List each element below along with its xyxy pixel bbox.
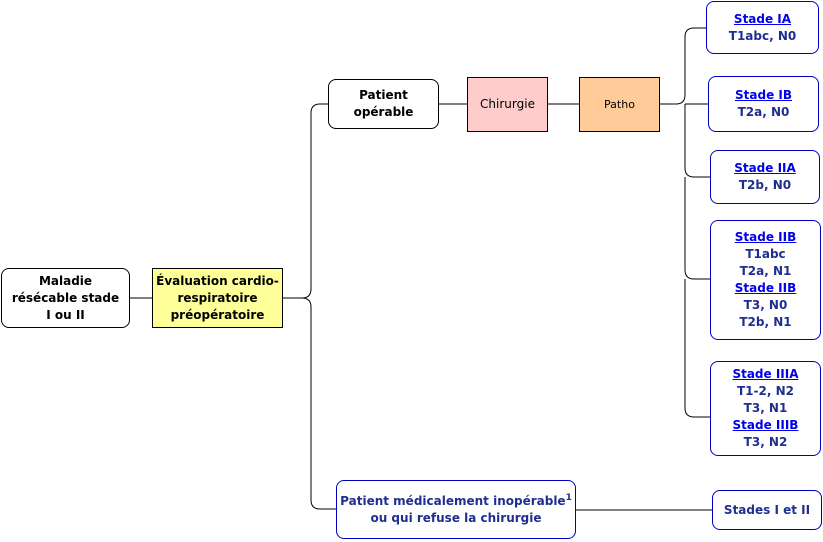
node-stage-iii: Stade IIIA T1-2, N2 T3, N1 Stade IIIB T3…	[710, 361, 821, 456]
stage-iib-b-link[interactable]: Stade IIB	[734, 281, 797, 295]
link-patho-iib	[684, 177, 710, 280]
node-stage-ib: Stade IB T2a, N0	[708, 76, 819, 132]
link-evaluation-inoperable	[283, 297, 336, 510]
stage-iib-a-link[interactable]: Stade IIB	[734, 230, 797, 244]
stage-ib-line-1: T2a, N0	[737, 105, 790, 119]
stage-iiia-line-2: T3, N1	[743, 401, 788, 415]
stage-iiia-line-1: T1-2, N2	[737, 384, 794, 398]
stage-iib-b-line-1: T3, N0	[743, 298, 788, 312]
stage-iib-a-line-1: T1abc	[745, 247, 786, 261]
node-evaluation: Évaluation cardio-respiratoire préopérat…	[152, 268, 283, 328]
node-stage-iib: Stade IIB T1abc T2a, N1 Stade IIB T3, N0…	[710, 220, 821, 340]
node-inoperable-text: Patient médicalement inopérable	[340, 493, 566, 508]
link-patho-stages	[660, 27, 706, 105]
stage-iib-b-line-2: T2b, N1	[739, 315, 792, 329]
node-inoperable: Patient médicalement inopérable1 ou qui …	[336, 480, 576, 539]
stage-ia-line-1: T1abc, N0	[728, 28, 797, 43]
node-evaluation-label: Évaluation cardio-respiratoire préopérat…	[156, 273, 279, 322]
node-stage-iia: Stade IIA T2b, N0	[710, 150, 820, 204]
node-operable-label: Patient opérable	[353, 88, 414, 119]
stage-iiib-link[interactable]: Stade IIIB	[732, 418, 799, 432]
node-root: Maladie résécable stade I ou II	[1, 268, 130, 328]
stage-iia-link[interactable]: Stade IIA	[734, 161, 796, 175]
stage-iib-a-line-2: T2a, N1	[739, 264, 792, 278]
link-patho-iii	[684, 279, 710, 418]
node-operable: Patient opérable	[328, 79, 439, 129]
link-evaluation-operable	[283, 103, 328, 299]
stage-ia-link[interactable]: Stade IA	[733, 11, 792, 26]
node-patho-label: Patho	[604, 98, 635, 111]
stage-iiia-link[interactable]: Stade IIIA	[732, 367, 799, 381]
link-patho-iia	[684, 104, 710, 178]
node-root-label: Maladie résécable stade I ou II	[11, 273, 120, 322]
node-chirurgie: Chirurgie	[467, 77, 548, 132]
stage-iiib-line-1: T3, N2	[743, 435, 788, 449]
footnote-marker: 1	[565, 492, 572, 503]
node-inoperable-line-2: ou qui refuse la chirurgie	[370, 510, 542, 525]
node-patho: Patho	[579, 77, 660, 132]
node-stades-i-ii-label: Stades I et II	[723, 502, 811, 517]
node-chirurgie-label: Chirurgie	[480, 97, 535, 111]
stage-iia-line-1: T2b, N0	[738, 178, 792, 192]
node-inoperable-line-1: Patient médicalement inopérable1	[340, 493, 572, 510]
node-stage-ia: Stade IA T1abc, N0	[706, 1, 819, 54]
node-stades-i-ii: Stades I et II	[712, 490, 822, 530]
stage-ib-link[interactable]: Stade IB	[735, 88, 792, 102]
